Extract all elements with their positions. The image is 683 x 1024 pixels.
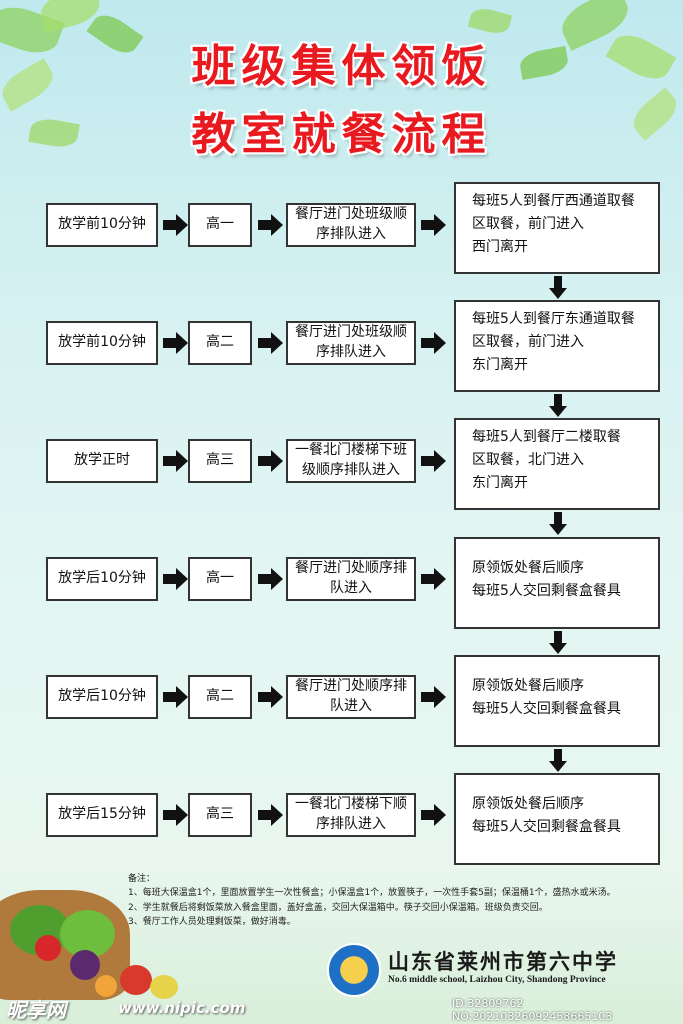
detail-line-1-3: 西门离开 xyxy=(472,239,528,256)
notes-heading: 备注： xyxy=(128,874,156,884)
grade-box-4: 高一 xyxy=(188,557,252,601)
detail-line-3-3: 东门离开 xyxy=(472,475,528,492)
arrow-down-5-shaft xyxy=(554,749,562,761)
detail-line-6-1: 原领饭处餐后顺序 xyxy=(472,796,584,812)
arrow-right-c-2-shaft xyxy=(421,338,434,348)
arrow-right-b-2-head xyxy=(271,332,283,354)
arrow-down-5-head xyxy=(549,761,567,772)
arrow-right-a-2-shaft xyxy=(163,338,176,348)
detail-line-5-1: 原领饭处餐后顺序 xyxy=(472,678,584,694)
arrow-right-c-1-shaft xyxy=(421,220,434,230)
time-box-1: 放学前10分钟 xyxy=(46,203,158,247)
notes-line-2: 2、学生就餐后将剩饭菜放入餐盒里面，盖好盒盖，交回大保温箱中。筷子交回小保温箱。… xyxy=(128,902,548,913)
arrow-down-1-shaft xyxy=(554,276,562,288)
detail-box-2: 每班5人到餐厅东通道取餐区取餐，前门进入东门离开 xyxy=(454,300,660,392)
arrow-right-a-4-head xyxy=(176,568,188,590)
detail-line-2-3: 东门离开 xyxy=(472,357,528,374)
arrow-down-3-head xyxy=(549,524,567,535)
time-box-5: 放学后10分钟 xyxy=(46,675,158,719)
time-box-2: 放学前10分钟 xyxy=(46,321,158,365)
arrow-right-a-1-shaft xyxy=(163,220,176,230)
entry-box-5: 餐厅进门处顺序排队进入 xyxy=(286,675,416,719)
detail-box-1: 每班5人到餐厅西通道取餐区取餐，前门进入西门离开 xyxy=(454,182,660,274)
arrow-down-2-shaft xyxy=(554,394,562,406)
entry-box-4: 餐厅进门处顺序排队进入 xyxy=(286,557,416,601)
detail-box-4: 原领饭处餐后顺序每班5人交回剩餐盒餐具 xyxy=(454,537,660,629)
detail-line-3-2: 区取餐，北门进入 xyxy=(472,452,584,469)
arrow-right-c-4-head xyxy=(434,568,446,590)
detail-line-2-1: 每班5人到餐厅东通道取餐 xyxy=(472,311,635,327)
arrow-right-a-3-shaft xyxy=(163,456,176,466)
time-box-3: 放学正时 xyxy=(46,439,158,483)
arrow-right-b-3-head xyxy=(271,450,283,472)
arrow-right-a-5-shaft xyxy=(163,692,176,702)
arrow-down-4-shaft xyxy=(554,631,562,643)
arrow-right-a-2-head xyxy=(176,332,188,354)
arrow-right-c-1-head xyxy=(434,214,446,236)
detail-line-6-2: 每班5人交回剩餐盒餐具 xyxy=(472,819,621,836)
arrow-right-b-6-shaft xyxy=(258,810,271,820)
school-name-en: No.6 middle school, Laizhou City, Shando… xyxy=(388,975,606,985)
arrow-right-c-4-shaft xyxy=(421,574,434,584)
arrow-right-c-6-shaft xyxy=(421,810,434,820)
time-box-6: 放学后15分钟 xyxy=(46,793,158,837)
watermark-brand: 昵享网 xyxy=(6,998,66,1022)
arrow-right-b-5-head xyxy=(271,686,283,708)
arrow-right-a-4-shaft xyxy=(163,574,176,584)
title-line-1: 班级集体领饭 xyxy=(191,41,492,92)
arrow-down-4-head xyxy=(549,643,567,654)
entry-box-1: 餐厅进门处班级顺序排队进入 xyxy=(286,203,416,247)
detail-line-4-1: 原领饭处餐后顺序 xyxy=(472,560,584,576)
watermark-id: ID:32809762 NO:20210326092458665103 xyxy=(452,997,613,1023)
arrow-right-b-4-head xyxy=(271,568,283,590)
arrow-right-b-6-head xyxy=(271,804,283,826)
arrow-right-c-3-head xyxy=(434,450,446,472)
school-name-cn: 山东省莱州市第六中学 xyxy=(388,949,618,974)
notes-line-1: 1、每班大保温盒1个，里面放置学生一次性餐盒；小保温盒1个，放置筷子，一次性手套… xyxy=(128,888,616,899)
detail-line-4-2: 每班5人交回剩餐盒餐具 xyxy=(472,583,621,600)
arrow-down-2-head xyxy=(549,406,567,417)
arrow-right-b-3-shaft xyxy=(258,456,271,466)
arrow-right-a-6-shaft xyxy=(163,810,176,820)
arrow-down-3-shaft xyxy=(554,512,562,524)
time-box-4: 放学后10分钟 xyxy=(46,557,158,601)
arrow-right-c-2-head xyxy=(434,332,446,354)
detail-line-3-1: 每班5人到餐厅二楼取餐 xyxy=(472,429,621,445)
entry-box-6: 一餐北门楼梯下顺序排队进入 xyxy=(286,793,416,837)
arrow-down-1-head xyxy=(549,288,567,299)
grade-box-5: 高二 xyxy=(188,675,252,719)
grade-box-3: 高三 xyxy=(188,439,252,483)
title-line-2: 教室就餐流程 xyxy=(191,109,492,160)
notes-line-3: 3、餐厅工作人员处理剩饭菜，做好消毒。 xyxy=(128,917,296,928)
arrow-right-c-5-shaft xyxy=(421,692,434,702)
arrow-right-c-3-shaft xyxy=(421,456,434,466)
arrow-right-b-4-shaft xyxy=(258,574,271,584)
detail-line-1-2: 区取餐，前门进入 xyxy=(472,216,584,233)
grade-box-6: 高三 xyxy=(188,793,252,837)
arrow-right-b-1-shaft xyxy=(258,220,271,230)
grade-box-1: 高一 xyxy=(188,203,252,247)
detail-line-5-2: 每班5人交回剩餐盒餐具 xyxy=(472,701,621,718)
arrow-right-b-1-head xyxy=(271,214,283,236)
entry-box-2: 餐厅进门处班级顺序排队进入 xyxy=(286,321,416,365)
watermark-url: www.nipic.com xyxy=(118,999,246,1017)
arrow-right-a-1-head xyxy=(176,214,188,236)
arrow-right-a-6-head xyxy=(176,804,188,826)
arrow-right-b-5-shaft xyxy=(258,692,271,702)
detail-box-5: 原领饭处餐后顺序每班5人交回剩餐盒餐具 xyxy=(454,655,660,747)
detail-line-2-2: 区取餐，前门进入 xyxy=(472,334,584,351)
arrow-right-a-3-head xyxy=(176,450,188,472)
arrow-right-c-5-head xyxy=(434,686,446,708)
arrow-right-c-6-head xyxy=(434,804,446,826)
detail-box-3: 每班5人到餐厅二楼取餐区取餐，北门进入东门离开 xyxy=(454,418,660,510)
entry-box-3: 一餐北门楼梯下班级顺序排队进入 xyxy=(286,439,416,483)
school-logo xyxy=(327,943,381,997)
detail-line-1-1: 每班5人到餐厅西通道取餐 xyxy=(472,193,635,209)
arrow-right-b-2-shaft xyxy=(258,338,271,348)
detail-box-6: 原领饭处餐后顺序每班5人交回剩餐盒餐具 xyxy=(454,773,660,865)
arrow-right-a-5-head xyxy=(176,686,188,708)
grade-box-2: 高二 xyxy=(188,321,252,365)
notes: 备注： 1、每班大保温盒1个，里面放置学生一次性餐盒；小保温盒1个，放置筷子，一… xyxy=(128,872,616,930)
